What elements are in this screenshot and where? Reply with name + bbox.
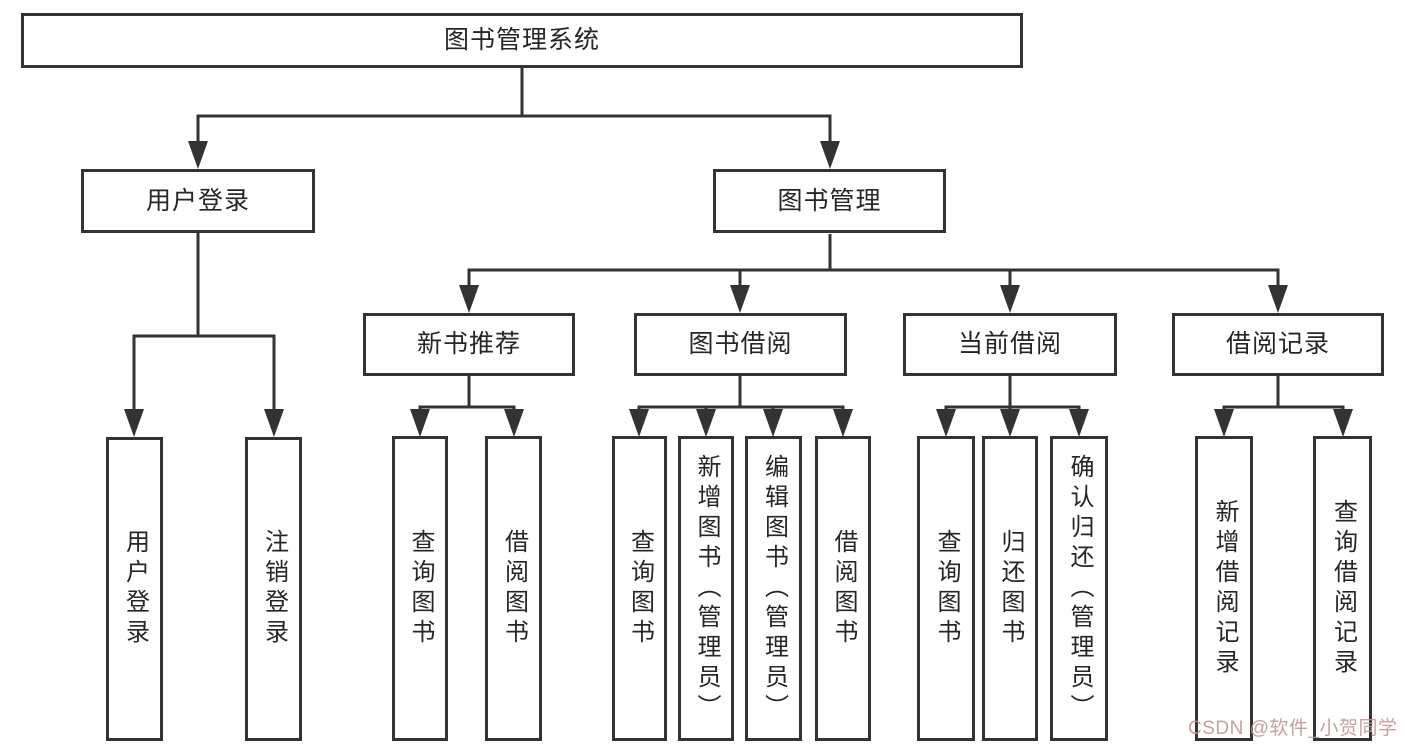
leaf-query-borrow-record-label: 查询借阅记录: [1329, 498, 1357, 679]
node-system: 图书管理系统: [21, 13, 1023, 68]
node-current-borrow-label: 当前借阅: [957, 330, 1062, 358]
leaf-return-books-label: 归还图书: [997, 528, 1024, 649]
leaf-edit-books-admin: 编辑图书（管理员）: [745, 436, 802, 741]
leaf-add-borrow-record-label: 新增借阅记录: [1211, 498, 1238, 679]
node-borrow-records: 借阅记录: [1172, 313, 1384, 376]
leaf-confirm-return-admin: 确认归还（管理员）: [1050, 436, 1108, 741]
leaf-query-borrow-record: 查询借阅记录: [1313, 436, 1372, 741]
leaf-user-login: 用户登录: [106, 437, 163, 741]
node-new-book-recommend: 新书推荐: [363, 313, 575, 376]
leaf-borrow-books: 借阅图书: [815, 436, 871, 741]
node-user-login: 用户登录: [81, 169, 315, 233]
leaf-user-login-label: 用户登录: [121, 529, 149, 649]
leaf-query-books-recommend: 查询图书: [392, 436, 448, 741]
leaf-query-books-current-label: 查询图书: [933, 528, 960, 649]
leaf-add-books-admin-label: 新增图书（管理员）: [693, 453, 720, 724]
leaf-logout-label: 注销登录: [260, 529, 288, 649]
node-new-book-recommend-label: 新书推荐: [416, 330, 521, 358]
node-current-borrow: 当前借阅: [903, 313, 1117, 376]
leaf-add-books-admin: 新增图书（管理员）: [678, 436, 734, 741]
leaf-borrow-books-recommend-label: 借阅图书: [500, 528, 528, 649]
node-book-management: 图书管理: [713, 169, 946, 233]
node-book-management-label: 图书管理: [777, 186, 882, 215]
leaf-query-books-recommend-label: 查询图书: [407, 528, 434, 649]
node-borrow-records-label: 借阅记录: [1225, 330, 1330, 358]
node-book-borrow-label: 图书借阅: [688, 330, 793, 358]
leaf-borrow-books-recommend: 借阅图书: [485, 436, 542, 741]
leaf-add-borrow-record: 新增借阅记录: [1195, 436, 1253, 741]
leaf-query-books-current: 查询图书: [917, 436, 975, 741]
leaf-logout: 注销登录: [245, 437, 302, 741]
leaf-query-books-borrow: 查询图书: [612, 436, 667, 741]
leaf-confirm-return-admin-label: 确认归还（管理员）: [1066, 453, 1093, 724]
leaf-edit-books-admin-label: 编辑图书（管理员）: [760, 453, 788, 724]
leaf-return-books: 归还图书: [982, 436, 1038, 741]
leaf-query-books-borrow-label: 查询图书: [626, 528, 654, 649]
csdn-watermark: CSDN @软件_小贺同学: [1188, 718, 1398, 739]
node-user-login-label: 用户登录: [145, 186, 250, 215]
node-system-label: 图书管理系统: [443, 26, 600, 54]
leaf-borrow-books-label: 借阅图书: [830, 528, 857, 649]
node-book-borrow: 图书借阅: [634, 313, 847, 376]
